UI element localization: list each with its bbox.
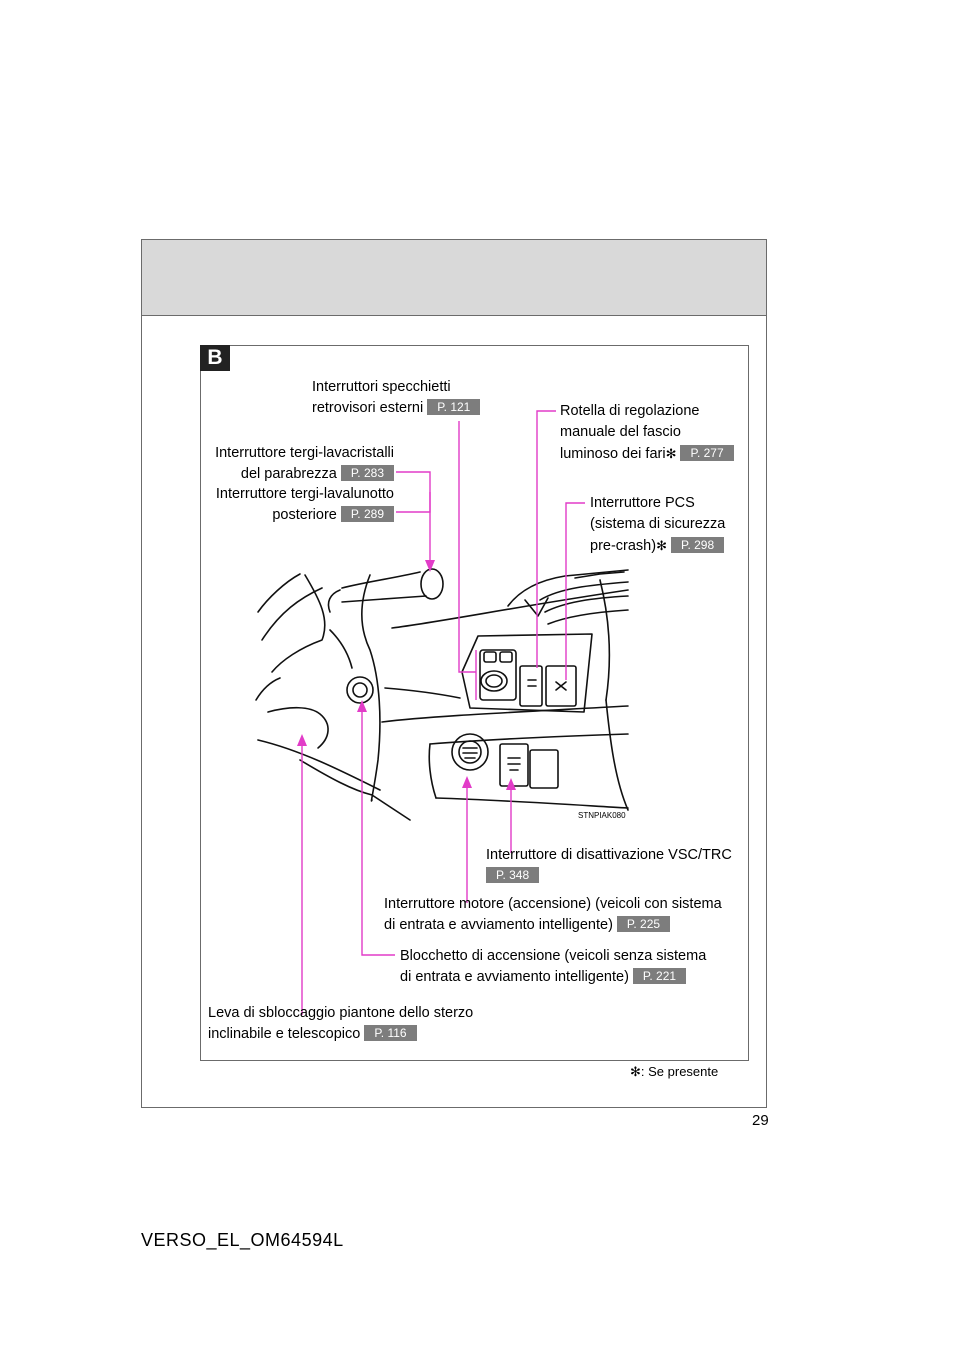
footnote-asterisk: ✻ — [630, 1064, 641, 1079]
pcs-line1: Interruttore PCS — [590, 495, 695, 511]
vsc-switch-label: Interruttore di disattivazione VSC/TRC P… — [486, 845, 732, 887]
wiper-rear-page-ref: P. 289 — [340, 506, 394, 522]
steering-lever-label: Leva di sbloccaggio piantone dello sterz… — [208, 1003, 473, 1045]
headlight-line1: Rotella di regolazione — [560, 403, 700, 419]
ignition-label: Blocchetto di accensione (veicoli senza … — [400, 946, 706, 988]
steering-page-ref: P. 116 — [364, 1025, 417, 1041]
engine-switch-label: Interruttore motore (accensione) (veicol… — [384, 894, 722, 936]
pcs-page-ref: P. 298 — [670, 537, 725, 553]
engine-line1: Interruttore motore (accensione) (veicol… — [384, 896, 722, 912]
vsc-line1: Interruttore di disattivazione VSC/TRC — [486, 847, 732, 863]
ignition-line2: di entrata e avviamento intelligente) — [400, 969, 629, 985]
header-band — [142, 240, 766, 316]
steering-line1: Leva di sbloccaggio piantone dello sterz… — [208, 1005, 474, 1021]
page-number: 29 — [752, 1112, 769, 1129]
wiper-rear-label: Interruttore tergi-lavalunotto posterior… — [200, 484, 394, 526]
pcs-switch-label: Interruttore PCS (sistema di sicurezza p… — [590, 493, 725, 557]
mirror-line1: Interruttori specchietti — [312, 379, 451, 395]
headlight-asterisk: ✻ — [665, 446, 677, 461]
mirror-switch-label: Interruttori specchietti retrovisori est… — [312, 377, 481, 419]
pcs-asterisk: ✻ — [656, 538, 667, 553]
headlight-line2: manuale del fascio — [560, 424, 681, 440]
wiper-rear-line2: posteriore — [272, 507, 337, 523]
mirror-line2: retrovisori esterni — [312, 400, 424, 416]
footnote-text: : Se presente — [640, 1064, 719, 1079]
document-id: VERSO_EL_OM64594L — [141, 1230, 344, 1250]
illustration-code: STNPIAK080 — [578, 811, 626, 820]
section-tag: B — [200, 345, 230, 371]
engine-page-ref: P. 225 — [616, 916, 671, 932]
pcs-line3: pre-crash) — [590, 538, 657, 554]
steering-line2: inclinabile e telescopico — [208, 1026, 361, 1042]
footnote: ✻: Se presente — [630, 1064, 718, 1080]
figure-box — [200, 345, 749, 1061]
headlight-leveling-label: Rotella di regolazione manuale del fasci… — [560, 401, 734, 465]
pcs-line2: (sistema di sicurezza — [590, 516, 726, 532]
headlight-page-ref: P. 277 — [680, 445, 734, 461]
wiper-front-page-ref: P. 283 — [340, 465, 394, 481]
wiper-front-line1: Interruttore tergi-lavacristalli — [215, 445, 394, 461]
engine-line2: di entrata e avviamento intelligente) — [384, 917, 613, 933]
wiper-front-line2: del parabrezza — [240, 466, 337, 482]
headlight-line3: luminoso dei fari — [560, 446, 666, 462]
vsc-page-ref: P. 348 — [486, 867, 540, 883]
wiper-front-label: Interruttore tergi-lavacristalli del par… — [200, 443, 394, 485]
ignition-page-ref: P. 221 — [632, 968, 687, 984]
page-frame — [141, 239, 767, 1108]
ignition-line1: Blocchetto di accensione (veicoli senza … — [400, 948, 707, 964]
wiper-rear-line1: Interruttore tergi-lavalunotto — [215, 486, 394, 502]
mirror-page-ref: P. 121 — [427, 399, 481, 415]
